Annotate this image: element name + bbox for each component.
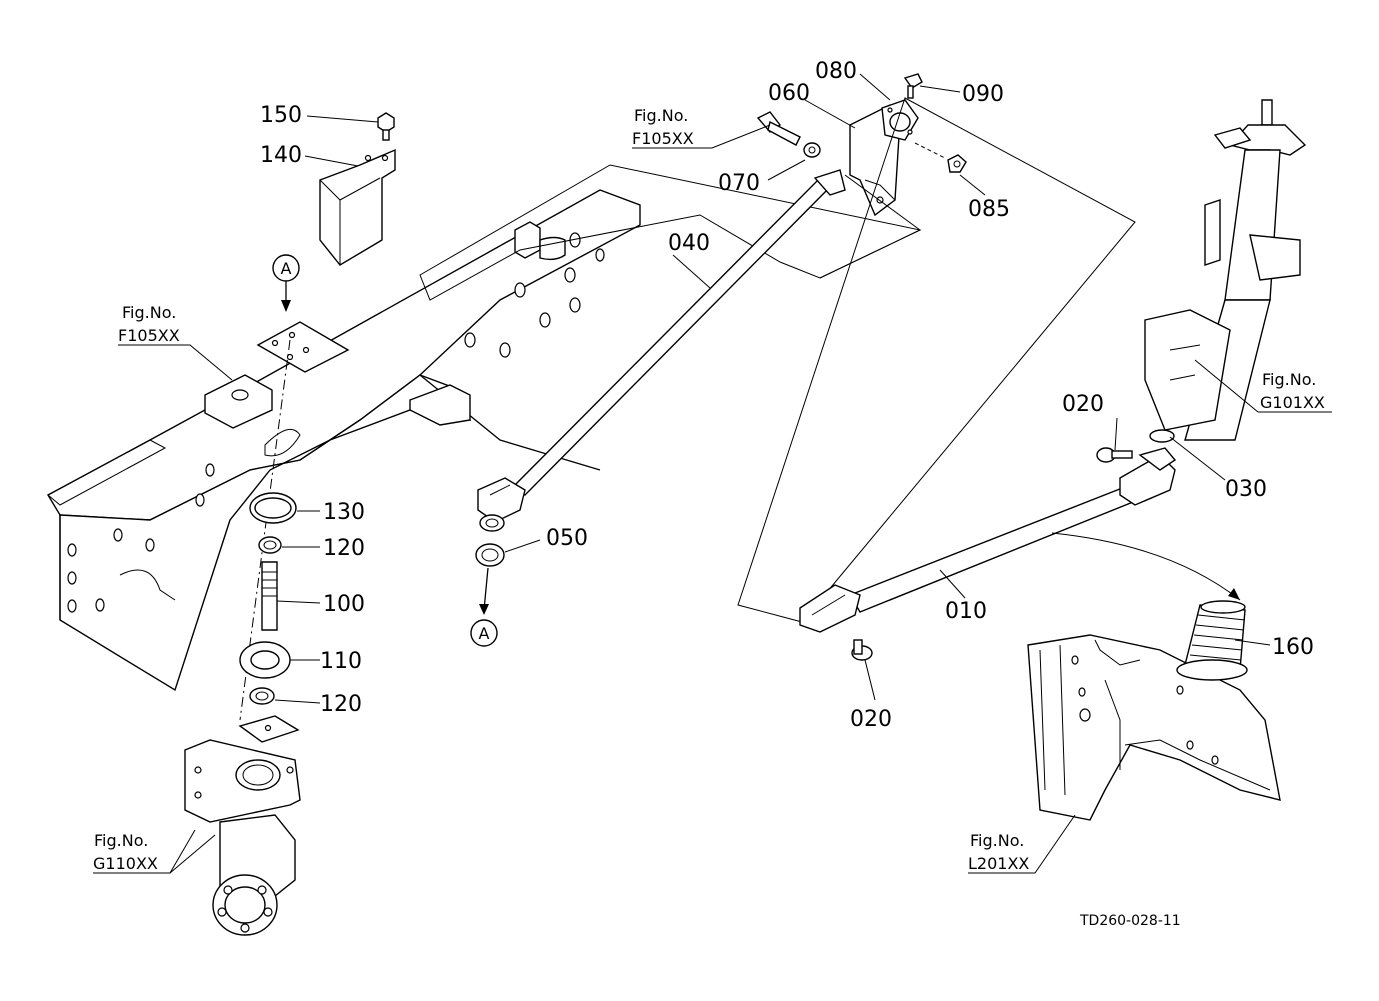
part-label-150: 150 [260,103,302,128]
fig-ref-2-code: F105XX [632,129,694,148]
part-label-030: 030 [1225,477,1267,502]
bolt-090 [903,73,923,99]
part-label-120-upper: 120 [323,536,365,561]
bolt-070 [756,111,821,158]
assembly-outline [737,97,1136,623]
fig-ref-2-prefix: Fig.No. [634,106,688,125]
fig-ref-3-code: G101XX [1260,393,1325,412]
part-label-020-upper: 020 [1062,392,1104,417]
part-label-120-lower: 120 [320,692,362,717]
part-label-160: 160 [1272,635,1314,660]
steering-column [1144,99,1307,443]
part-label-100: 100 [323,592,365,617]
fig-ref-3-prefix: Fig.No. [1262,370,1316,389]
bearing-080 [881,99,919,141]
steering-gear-box [184,715,301,936]
curved-arrowhead [1228,588,1240,600]
frame-holes [67,232,605,613]
cowl-panel [1027,634,1281,821]
frame-rail [47,164,922,692]
part-label-085: 085 [968,197,1010,222]
fig-ref-1-prefix: Fig.No. [122,303,176,322]
part-labels: 150 140 130 120 100 110 120 050 040 070 … [260,59,1314,732]
part-label-010: 010 [945,599,987,624]
drawing-code: TD260-028-11 [1079,913,1181,929]
curved-arrow [1051,532,1241,601]
reference-mark-a-upper-text: A [281,259,292,278]
part-label-050: 050 [546,526,588,551]
figure-refs: Fig.No. F105XX Fig.No. F105XX Fig.No. G1… [93,106,1325,873]
joint-050 [475,543,505,567]
bolt-150 [377,112,395,141]
fig-ref-5-prefix: Fig.No. [970,831,1024,850]
bracket-140 [319,148,396,266]
part-label-070: 070 [718,171,760,196]
reference-mark-a-lower: A [470,567,498,647]
bolt-020-upper [1096,447,1133,463]
fig-ref-4-prefix: Fig.No. [94,831,148,850]
fig-ref-5-code: L201XX [968,854,1029,873]
fig-ref-1-code: F105XX [118,326,180,345]
leader-lines [93,73,1332,874]
shaft-040 [477,169,846,532]
part-label-060: 060 [768,81,810,106]
part-label-140: 140 [260,143,302,168]
shaft-010 [799,447,1177,633]
reference-mark-a-upper: A [272,254,300,312]
part-label-110: 110 [320,649,362,674]
part-label-090: 090 [962,82,1004,107]
part-label-130: 130 [323,500,365,525]
fig-ref-4-code: G110XX [93,854,158,873]
part-label-080: 080 [815,59,857,84]
bolt-020-lower [851,639,873,661]
boot-160 [1176,600,1248,681]
nut-085 [914,142,967,173]
part-label-020-lower: 020 [850,707,892,732]
column-assembly-left [239,339,297,721]
part-label-040: 040 [668,231,710,256]
reference-mark-a-lower-text: A [479,624,490,643]
